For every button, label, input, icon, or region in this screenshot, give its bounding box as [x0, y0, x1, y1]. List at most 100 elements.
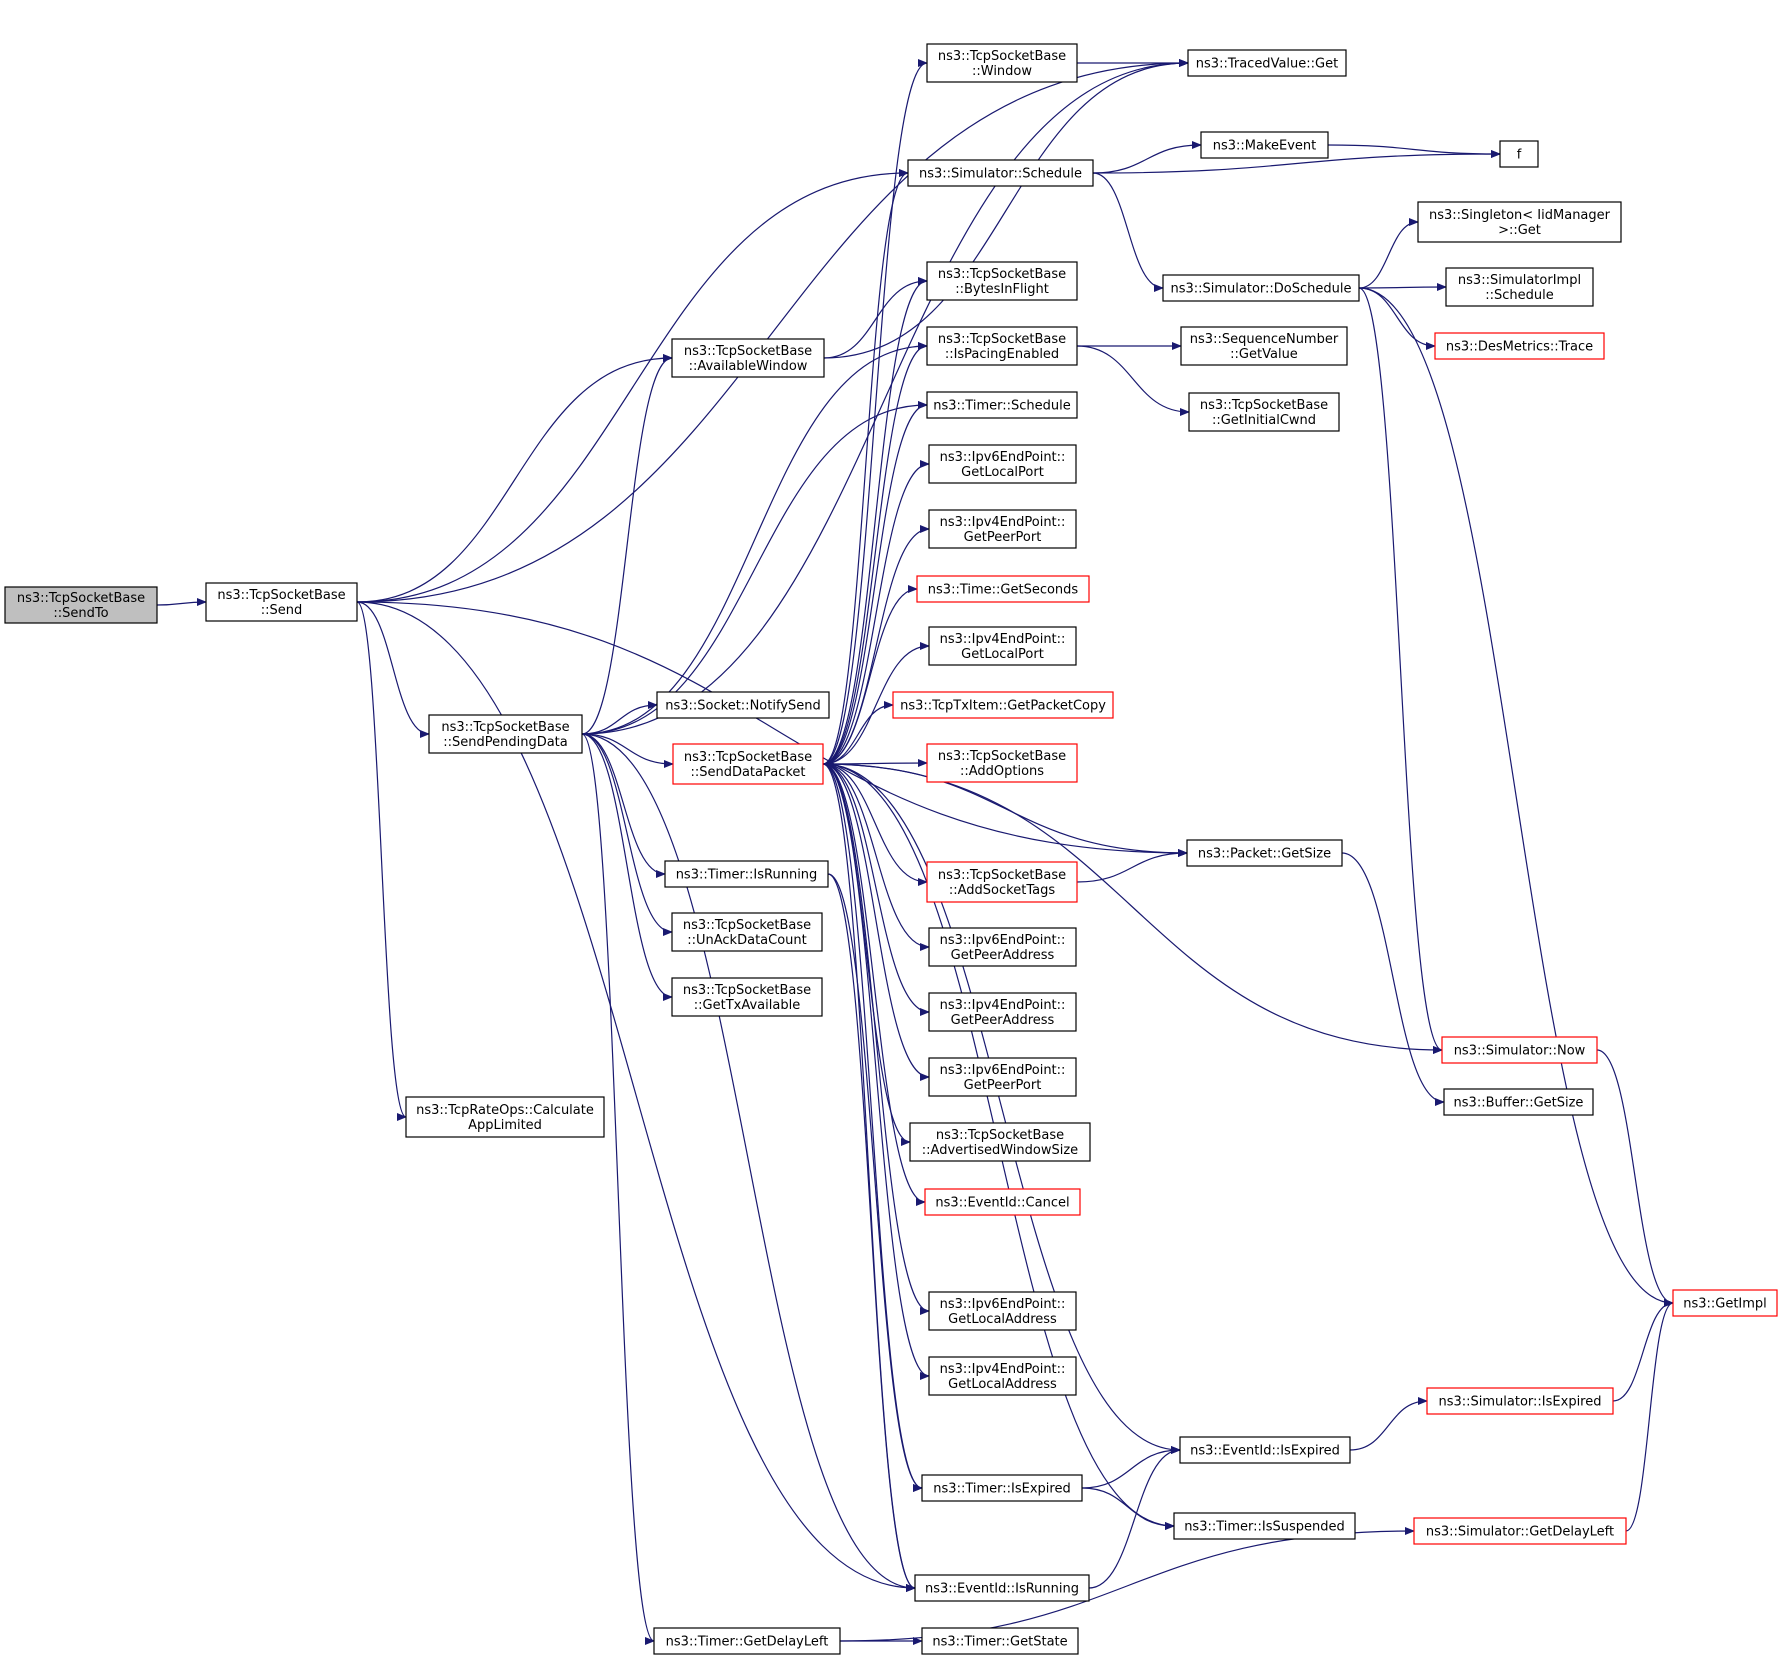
node-makeevent[interactable]: ns3::MakeEvent	[1200, 131, 1329, 159]
node-label-timerisrunning: ns3::Timer::IsRunning	[676, 868, 818, 883]
node-notifysend[interactable]: ns3::Socket::NotifySend	[656, 691, 830, 719]
edge-timerisexpired-to-eventisexpired	[1081, 1446, 1181, 1489]
node-ipv6localport[interactable]: ns3::Ipv6EndPoint::GetLocalPort	[928, 444, 1077, 484]
node-bytesinflight[interactable]: ns3::TcpSocketBase::BytesInFlight	[926, 261, 1078, 301]
node-box-sendto	[4, 586, 158, 624]
node-ipv6peeraddr[interactable]: ns3::Ipv6EndPoint::GetPeerAddress	[928, 927, 1077, 967]
node-box-sendpending	[428, 714, 583, 754]
node-eventcancel[interactable]: ns3::EventId::Cancel	[924, 1188, 1081, 1216]
node-box-f	[1499, 140, 1539, 168]
node-label-tracedget: ns3::TracedValue::Get	[1196, 57, 1338, 72]
node-box-implschedule	[1445, 267, 1594, 307]
node-timerdelayleft[interactable]: ns3::Timer::GetDelayLeft	[653, 1627, 841, 1655]
edge-layer	[156, 59, 1674, 1645]
node-box-ipv6peerport	[928, 1057, 1077, 1097]
node-label-ipv4peerport: GetPeerPort	[964, 530, 1042, 545]
node-label-timegetseconds: ns3::Time::GetSeconds	[928, 583, 1079, 598]
node-seqgetvalue[interactable]: ns3::SequenceNumber::GetValue	[1180, 326, 1348, 366]
node-label-window: ns3::TcpSocketBase	[938, 49, 1066, 64]
node-buffergetsize[interactable]: ns3::Buffer::GetSize	[1443, 1088, 1594, 1116]
node-box-simnow	[1441, 1036, 1598, 1064]
node-box-singleton	[1417, 201, 1622, 243]
node-packetgetsize[interactable]: ns3::Packet::GetSize	[1186, 839, 1343, 867]
node-sendpending[interactable]: ns3::TcpSocketBase::SendPendingData	[428, 714, 583, 754]
node-ipv6peerport[interactable]: ns3::Ipv6EndPoint::GetPeerPort	[928, 1057, 1077, 1097]
node-desmetrics[interactable]: ns3::DesMetrics::Trace	[1434, 332, 1605, 360]
node-simnow[interactable]: ns3::Simulator::Now	[1441, 1036, 1598, 1064]
node-label-seqgetvalue: ::GetValue	[1230, 347, 1298, 362]
node-label-bytesinflight: ::BytesInFlight	[955, 282, 1049, 297]
node-tracedget[interactable]: ns3::TracedValue::Get	[1187, 49, 1347, 77]
edge-sendpending-to-gettxavail	[581, 733, 673, 1001]
node-getpacketcopy[interactable]: ns3::TcpTxItem::GetPacketCopy	[892, 691, 1114, 719]
node-timerissuspended[interactable]: ns3::Timer::IsSuspended	[1173, 1512, 1356, 1540]
node-label-ipv6localaddr: ns3::Ipv6EndPoint::	[940, 1297, 1066, 1312]
node-timerisexpired[interactable]: ns3::Timer::IsExpired	[921, 1474, 1083, 1502]
edge-simdelayleft-to-getimpl	[1625, 1299, 1674, 1532]
node-initialcwnd[interactable]: ns3::TcpSocketBase::GetInitialCwnd	[1188, 392, 1340, 432]
node-unackdata[interactable]: ns3::TcpSocketBase::UnAckDataCount	[671, 912, 823, 952]
edge-senddatapacket-to-timegetseconds	[822, 585, 918, 765]
node-schedule[interactable]: ns3::Simulator::Schedule	[907, 159, 1094, 187]
edge-sendpending-to-timerdelayleft	[581, 733, 655, 1645]
node-eventisrunning[interactable]: ns3::EventId::IsRunning	[914, 1574, 1090, 1602]
node-window[interactable]: ns3::TcpSocketBase::Window	[926, 43, 1078, 83]
node-pacing[interactable]: ns3::TcpSocketBase::IsPacingEnabled	[926, 326, 1078, 366]
edge-senddatapacket-to-window	[822, 59, 928, 765]
node-label-ipv6localport: ns3::Ipv6EndPoint::	[940, 450, 1066, 465]
edge-senddatapacket-to-ipv6peeraddr	[822, 763, 930, 951]
edge-makeevent-to-f	[1327, 144, 1501, 158]
edge-availwin-to-bytesinflight	[823, 277, 928, 359]
node-label-unackdata: ::UnAckDataCount	[687, 933, 807, 948]
node-label-packetgetsize: ns3::Packet::GetSize	[1198, 847, 1331, 862]
node-box-gettxavail	[671, 977, 823, 1017]
node-box-ipv4localport	[928, 626, 1077, 666]
node-singleton[interactable]: ns3::Singleton< IidManager>::Get	[1417, 201, 1622, 243]
node-simdelayleft[interactable]: ns3::Simulator::GetDelayLeft	[1413, 1517, 1627, 1545]
node-send[interactable]: ns3::TcpSocketBase::Send	[205, 582, 358, 622]
node-sendto[interactable]: ns3::TcpSocketBase::SendTo	[4, 586, 158, 624]
node-timergetstate[interactable]: ns3::Timer::GetState	[921, 1627, 1079, 1655]
node-getimpl[interactable]: ns3::GetImpl	[1672, 1289, 1778, 1317]
edge-sendpending-to-timerschedule	[581, 401, 928, 735]
node-simisexpired[interactable]: ns3::Simulator::IsExpired	[1426, 1387, 1614, 1415]
node-box-timerdelayleft	[653, 1627, 841, 1655]
node-ipv6localaddr[interactable]: ns3::Ipv6EndPoint::GetLocalAddress	[928, 1291, 1077, 1331]
node-label-addoptions: ::AddOptions	[960, 764, 1044, 779]
edge-eventisrunning-to-eventisexpired	[1088, 1446, 1181, 1589]
node-box-timerissuspended	[1173, 1512, 1356, 1540]
node-doschedule[interactable]: ns3::Simulator::DoSchedule	[1162, 274, 1360, 302]
node-box-schedule	[907, 159, 1094, 187]
node-label-ipv4localport: GetLocalPort	[961, 647, 1044, 662]
edge-sendpending-to-eventisrunning	[581, 733, 916, 1592]
node-label-senddatapacket: ::SendDataPacket	[690, 765, 805, 780]
node-availwin[interactable]: ns3::TcpSocketBase::AvailableWindow	[671, 338, 825, 378]
node-gettxavail[interactable]: ns3::TcpSocketBase::GetTxAvailable	[671, 977, 823, 1017]
node-timerisrunning[interactable]: ns3::Timer::IsRunning	[664, 860, 829, 888]
node-label-eventisexpired: ns3::EventId::IsExpired	[1190, 1444, 1340, 1459]
node-eventisexpired[interactable]: ns3::EventId::IsExpired	[1179, 1436, 1351, 1464]
node-timegetseconds[interactable]: ns3::Time::GetSeconds	[916, 575, 1090, 603]
node-f[interactable]: f	[1499, 140, 1539, 168]
node-label-ipv6peeraddr: GetPeerAddress	[951, 948, 1055, 963]
node-ipv4peeraddr[interactable]: ns3::Ipv4EndPoint::GetPeerAddress	[928, 992, 1077, 1032]
node-addsockettags[interactable]: ns3::TcpSocketBase::AddSocketTags	[926, 861, 1078, 903]
node-label-ratelimited: AppLimited	[468, 1118, 542, 1133]
node-advwin[interactable]: ns3::TcpSocketBase::AdvertisedWindowSize	[909, 1122, 1091, 1162]
node-box-buffergetsize	[1443, 1088, 1594, 1116]
node-timerschedule[interactable]: ns3::Timer::Schedule	[926, 391, 1078, 419]
node-label-sendpending: ::SendPendingData	[443, 735, 568, 750]
node-label-seqgetvalue: ns3::SequenceNumber	[1190, 332, 1339, 347]
node-addoptions[interactable]: ns3::TcpSocketBase::AddOptions	[926, 743, 1078, 783]
node-implschedule[interactable]: ns3::SimulatorImpl::Schedule	[1445, 267, 1594, 307]
node-senddatapacket[interactable]: ns3::TcpSocketBase::SendDataPacket	[672, 743, 824, 785]
node-ipv4peerport[interactable]: ns3::Ipv4EndPoint::GetPeerPort	[928, 509, 1077, 549]
node-ipv4localaddr[interactable]: ns3::Ipv4EndPoint::GetLocalAddress	[928, 1356, 1077, 1396]
node-label-makeevent: ns3::MakeEvent	[1213, 139, 1317, 154]
node-box-pacing	[926, 326, 1078, 366]
node-ipv4localport[interactable]: ns3::Ipv4EndPoint::GetLocalPort	[928, 626, 1077, 666]
edge-send-to-eventisrunning	[356, 601, 916, 1592]
node-label-initialcwnd: ns3::TcpSocketBase	[1200, 398, 1328, 413]
node-label-ipv4peeraddr: GetPeerAddress	[951, 1013, 1055, 1028]
